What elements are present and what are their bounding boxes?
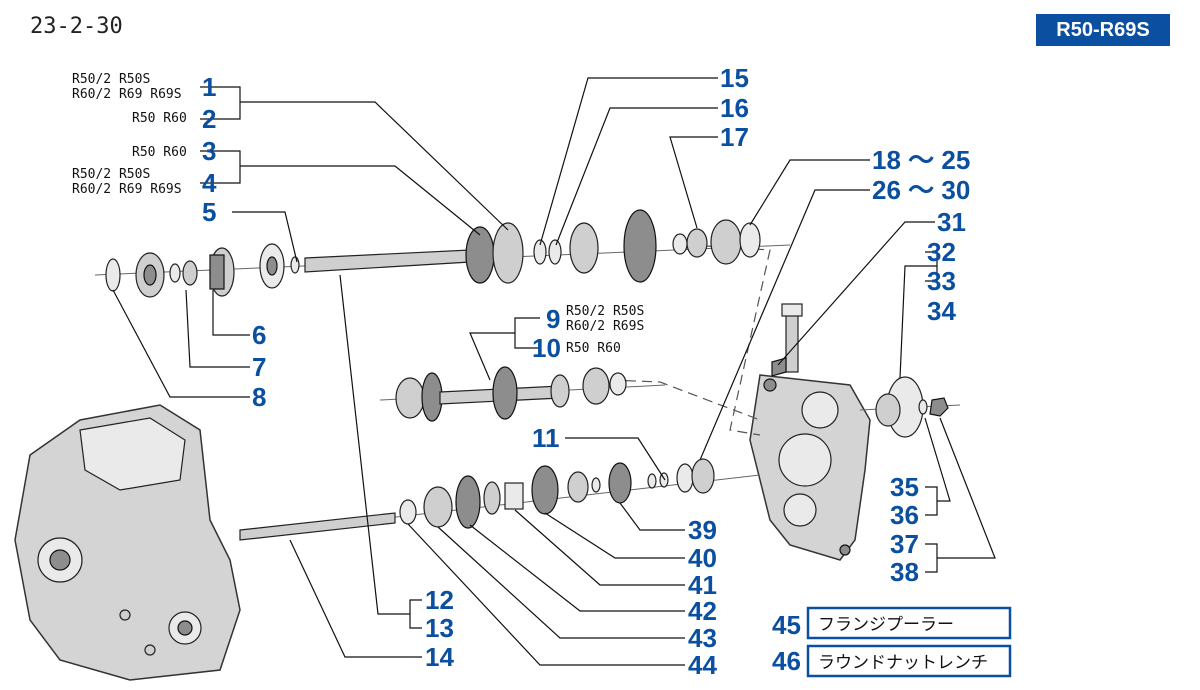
callout-46: 46 xyxy=(772,646,801,676)
model-notes: R50/2 R50S R60/2 R69 R69S R50 R60 R50 R6… xyxy=(72,72,644,356)
note-9b: R60/2 R69S xyxy=(566,319,644,334)
callout-35: 35 xyxy=(890,472,919,502)
tool-46: ラウンドナットレンチ xyxy=(806,644,1012,678)
callout-2: 2 xyxy=(202,104,216,134)
callout-42: 42 xyxy=(688,596,717,626)
callout-44: 44 xyxy=(688,650,717,680)
callout-17: 17 xyxy=(720,122,749,152)
callout-numbers: 1 2 3 4 5 6 7 8 9 10 11 12 13 14 15 16 1… xyxy=(202,63,970,680)
note-3: R50 R60 xyxy=(132,145,187,160)
callout-8: 8 xyxy=(252,382,266,412)
callout-13: 13 xyxy=(425,613,454,643)
callout-41: 41 xyxy=(688,570,717,600)
note-4a: R50/2 R50S xyxy=(72,167,150,182)
page-code: 23-2-30 xyxy=(30,14,123,39)
callout-15: 15 xyxy=(720,63,749,93)
callout-34: 34 xyxy=(927,296,956,326)
model-range-badge: R50-R69S xyxy=(1036,14,1170,46)
note-1a: R50/2 R50S xyxy=(72,72,150,87)
callout-36: 36 xyxy=(890,500,919,530)
callout-3: 3 xyxy=(202,136,216,166)
note-2: R50 R60 xyxy=(132,111,187,126)
callout-4: 4 xyxy=(202,168,217,198)
note-1b: R60/2 R69 R69S xyxy=(72,87,182,102)
note-4b: R60/2 R69 R69S xyxy=(72,182,182,197)
note-9a: R50/2 R50S xyxy=(566,304,644,319)
callout-18-25: 18 〜 25 xyxy=(872,145,970,175)
callout-1: 1 xyxy=(202,72,216,102)
tool-45: フランジプーラー xyxy=(806,606,1012,640)
tool-46-name: ラウンドナットレンチ xyxy=(818,653,988,673)
callout-38: 38 xyxy=(890,557,919,587)
callout-33: 33 xyxy=(927,266,956,296)
callout-5: 5 xyxy=(202,197,216,227)
callout-14: 14 xyxy=(425,642,454,672)
callout-7: 7 xyxy=(252,352,266,382)
callout-31: 31 xyxy=(937,207,966,237)
callout-9: 9 xyxy=(546,304,560,334)
gearbox-cover xyxy=(749,303,871,561)
callout-40: 40 xyxy=(688,543,717,573)
output-flange xyxy=(875,376,949,438)
callout-26-30: 26 〜 30 xyxy=(872,175,970,205)
upper-shaft-parts xyxy=(105,209,761,298)
callout-45: 45 xyxy=(772,610,801,640)
callout-37: 37 xyxy=(890,529,919,559)
callout-6: 6 xyxy=(252,320,266,350)
note-10: R50 R60 xyxy=(566,341,621,356)
callout-11: 11 xyxy=(532,423,560,453)
callout-10: 10 xyxy=(532,333,561,363)
output-shaft-parts xyxy=(239,458,715,541)
callout-16: 16 xyxy=(720,93,749,123)
layshaft-parts xyxy=(395,366,627,422)
callout-43: 43 xyxy=(688,623,717,653)
leader-lines xyxy=(112,77,996,666)
callout-32: 32 xyxy=(927,237,956,267)
tool-45-name: フランジプーラー xyxy=(818,615,954,635)
callout-12: 12 xyxy=(425,585,454,615)
gearbox-housing xyxy=(14,404,241,681)
callout-39: 39 xyxy=(688,515,717,545)
